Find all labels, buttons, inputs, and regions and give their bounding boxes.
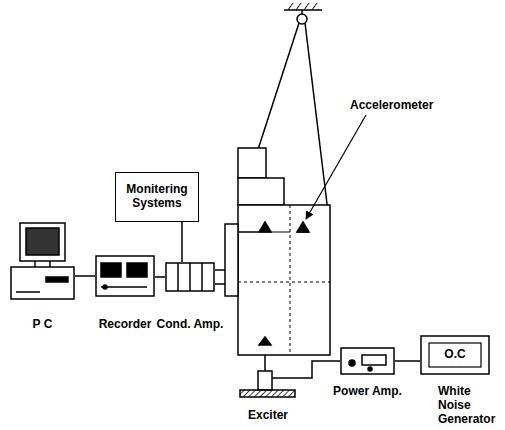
signal-cable (215, 283, 225, 285)
part-label: Exciter (248, 408, 288, 422)
test-structure (238, 205, 330, 355)
accelerometer-symbol (259, 222, 271, 232)
signal-cable (155, 276, 165, 278)
part-label: Accelerometer (350, 98, 433, 112)
label-holder: Accelerometer (350, 98, 433, 113)
label-holder: Exciter (248, 408, 288, 423)
connector-block (225, 224, 238, 296)
ceiling-hatch (288, 3, 317, 10)
upper-block (238, 148, 266, 178)
box-label: Monitering Systems (120, 183, 194, 211)
power-amp-symbol (340, 347, 395, 375)
label-holder: White Noise Generator (438, 385, 502, 426)
upper-block (238, 178, 284, 205)
drive-cable (272, 361, 340, 378)
label-holder: P C (33, 318, 53, 332)
accelerometer-symbol (297, 222, 309, 232)
hook (297, 14, 307, 24)
device-label: White Noise Generator (438, 385, 502, 426)
exciter-base (240, 390, 295, 397)
recorder-symbol (95, 255, 155, 297)
signal-cable (75, 275, 95, 277)
monitoring-box: Monitering Systems (115, 172, 199, 222)
label-holder: Cond. Amp. (157, 318, 224, 332)
recorder: Recorder (95, 255, 155, 297)
device-label: Cond. Amp. (157, 318, 224, 332)
computer: P C (10, 222, 75, 300)
signal-cable (395, 360, 420, 362)
ceiling (284, 9, 322, 11)
stinger (264, 355, 266, 371)
device-label: Power Amp. (333, 385, 402, 399)
hanger-wire (305, 23, 328, 212)
label-holder: Power Amp. (333, 385, 402, 399)
display-area: O.C (420, 335, 490, 375)
display-readout: O.C (444, 348, 465, 362)
leader-arrow (306, 115, 366, 219)
power-amp: Power Amp. (340, 347, 395, 375)
signal-cable (215, 269, 225, 271)
signal-cable (181, 222, 183, 262)
conditioning-amp: Cond. Amp. (165, 262, 215, 292)
device-label: Recorder (99, 318, 152, 332)
exciter-symbol (258, 371, 272, 390)
computer-symbol (10, 222, 75, 300)
accelerometer-symbol (259, 337, 271, 345)
label-holder: Recorder (99, 318, 152, 332)
conditioning-amp-symbol (165, 262, 215, 292)
noise-generator: O.CWhite Noise Generator (420, 335, 490, 375)
device-label: P C (33, 318, 53, 332)
